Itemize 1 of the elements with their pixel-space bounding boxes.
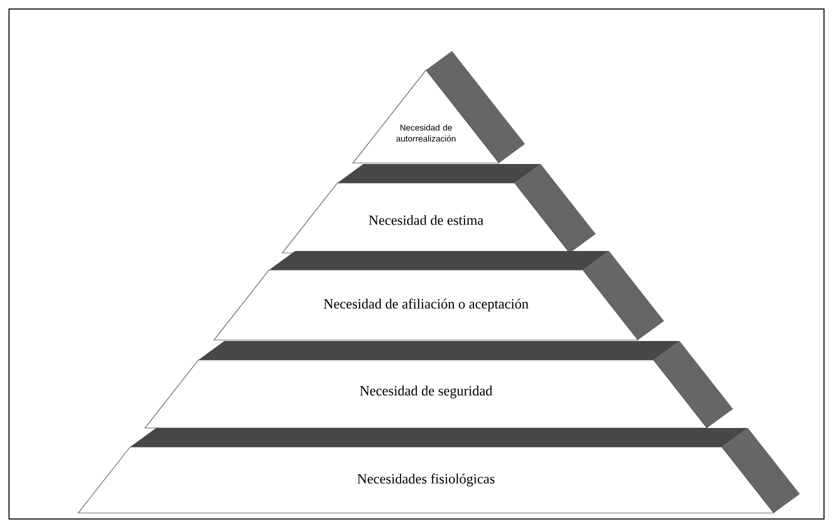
pyramid-level: Necesidades fisiológicas <box>78 428 800 514</box>
